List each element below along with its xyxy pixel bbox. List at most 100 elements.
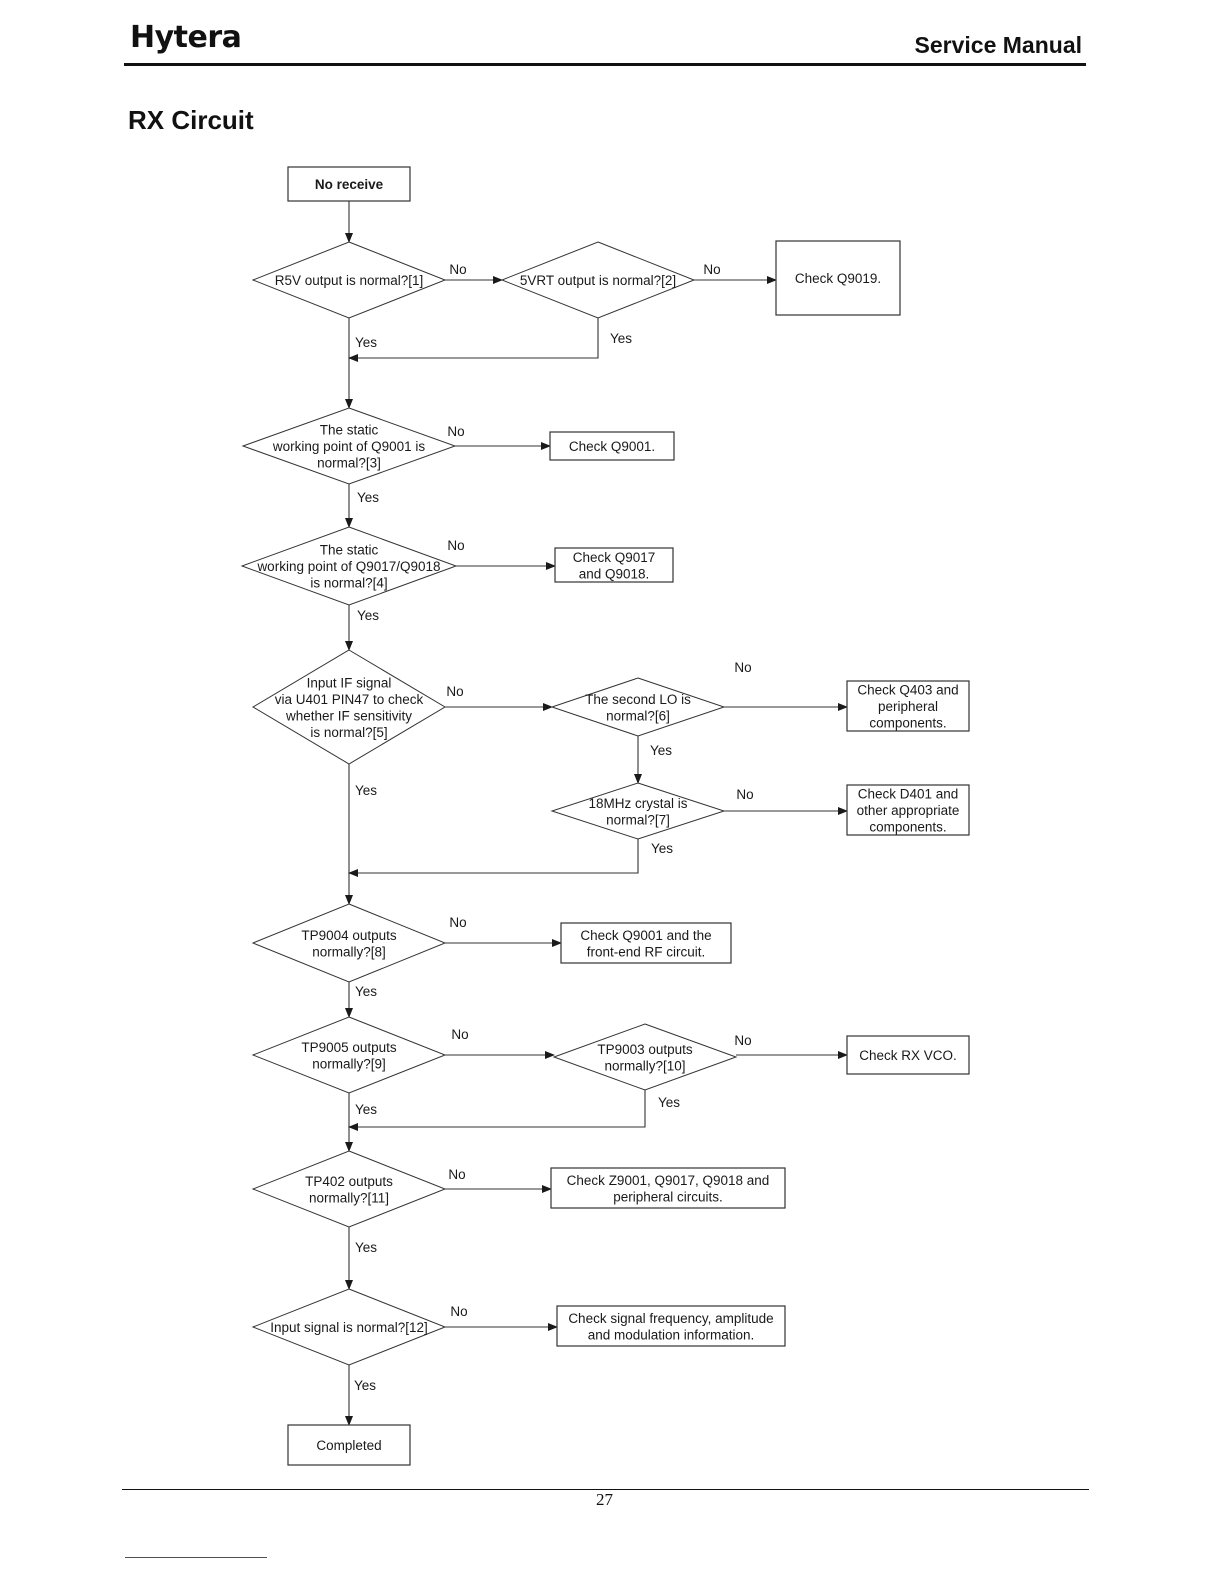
node-text: peripheral circuits.	[613, 1189, 723, 1204]
node-text: The static	[320, 423, 379, 438]
node-start: No receive	[287, 166, 411, 202]
action-box	[846, 784, 970, 836]
action-box	[775, 240, 901, 316]
node-text: 18MHz crystal is	[588, 796, 687, 811]
edge-label-d1-d3: Yes	[355, 335, 377, 350]
decision-diamond	[251, 241, 447, 319]
node-text: 5VRT output is normal?[2]	[520, 273, 676, 288]
decision-diamond	[251, 903, 447, 983]
edge-label-d2-d3: Yes	[610, 331, 632, 346]
decision-diamond	[550, 677, 726, 737]
node-text: Check Q9001.	[569, 439, 655, 454]
decision-diamond	[251, 1288, 447, 1366]
node-a3: Check Q9001.	[549, 431, 675, 461]
node-text: components.	[869, 820, 946, 835]
node-text: is normal?[5]	[310, 725, 387, 740]
node-text: R5V output is normal?[1]	[275, 273, 424, 288]
edge-d2-d3	[348, 318, 599, 362]
node-text: working point of Q9017/Q9018	[256, 559, 440, 574]
edge-label-d2-a2: No	[703, 262, 720, 277]
decision-diamond	[550, 782, 726, 840]
node-text: Completed	[316, 1438, 381, 1453]
node-text: normally?[10]	[604, 1058, 685, 1073]
page-number: 27	[596, 1490, 613, 1509]
node-text: Check D401 and	[858, 787, 959, 802]
node-text: normally?[8]	[312, 944, 386, 959]
node-text: other appropriate	[857, 803, 960, 818]
node-text: No receive	[315, 177, 384, 192]
edge-label-d12-end: Yes	[354, 1378, 376, 1393]
edge-d10-d11	[348, 1090, 646, 1131]
edge-label-d11-d12: Yes	[355, 1240, 377, 1255]
node-text: Input signal is normal?[12]	[270, 1320, 428, 1335]
edge-label-d1-d2: No	[449, 262, 466, 277]
footer-rule	[122, 1489, 1089, 1490]
action-box	[287, 166, 411, 202]
edge-label-d7-a7: No	[736, 787, 753, 802]
brand-logo: Hytera	[130, 20, 242, 55]
edge-label-d7-d8: Yes	[651, 841, 673, 856]
edge-label-d10-d11: Yes	[658, 1095, 680, 1110]
edge-label-d9-d10: No	[451, 1027, 468, 1042]
node-a10: Check RX VCO.	[846, 1035, 970, 1075]
action-box	[554, 547, 674, 583]
section-title: RX Circuit	[128, 105, 254, 135]
node-text: Check Q9019.	[795, 271, 881, 286]
node-text: TP9005 outputs	[301, 1040, 397, 1055]
node-text: Check Q403 and	[857, 683, 958, 698]
edge-label-d4-a4: No	[447, 538, 464, 553]
node-text: and Q9018.	[579, 566, 650, 581]
node-text: and modulation information.	[588, 1327, 755, 1342]
node-text: TP9003 outputs	[597, 1042, 693, 1057]
node-d12: Input signal is normal?[12]	[251, 1288, 447, 1366]
node-text: components.	[869, 716, 946, 731]
edge-label-d12-a12: No	[450, 1304, 467, 1319]
edge-label-d5-d6: No	[446, 684, 463, 699]
decision-diamond	[500, 241, 696, 319]
node-text: TP402 outputs	[305, 1174, 393, 1189]
decision-diamond	[251, 1016, 447, 1094]
action-box	[556, 1305, 786, 1347]
node-text: peripheral	[878, 699, 938, 714]
node-text: Check Z9001, Q9017, Q9018 and	[567, 1173, 770, 1188]
node-text: normal?[6]	[606, 708, 670, 723]
node-d2: 5VRT output is normal?[2]	[500, 241, 696, 319]
node-text: front-end RF circuit.	[587, 944, 706, 959]
node-text: Check Q9017	[573, 550, 656, 565]
footnote-link-line	[125, 1557, 267, 1558]
edge-label-d4-d5: Yes	[357, 608, 379, 623]
decision-diamond	[251, 1150, 447, 1228]
decision-diamond	[241, 407, 457, 485]
edge-label-d3-a3: No	[447, 424, 464, 439]
edge-label-d9-d11: Yes	[355, 1102, 377, 1117]
header-rule	[124, 63, 1086, 66]
action-box	[560, 922, 732, 964]
node-text: The static	[320, 543, 379, 558]
document-type: Service Manual	[914, 32, 1082, 58]
edge-d7-d8	[348, 839, 639, 877]
node-text: Check signal frequency, amplitude	[568, 1311, 773, 1326]
node-text: The second LO is	[585, 692, 691, 707]
decision-diamond	[252, 649, 446, 765]
decision-diamond	[552, 1023, 738, 1091]
node-text: TP9004 outputs	[301, 928, 397, 943]
node-text: via U401 PIN47 to check	[275, 692, 424, 707]
node-a2: Check Q9019.	[775, 240, 901, 316]
edge-label-d8-a8: No	[449, 915, 466, 930]
node-text: whether IF sensitivity	[285, 708, 412, 723]
edge-label-d8-d9: Yes	[355, 984, 377, 999]
